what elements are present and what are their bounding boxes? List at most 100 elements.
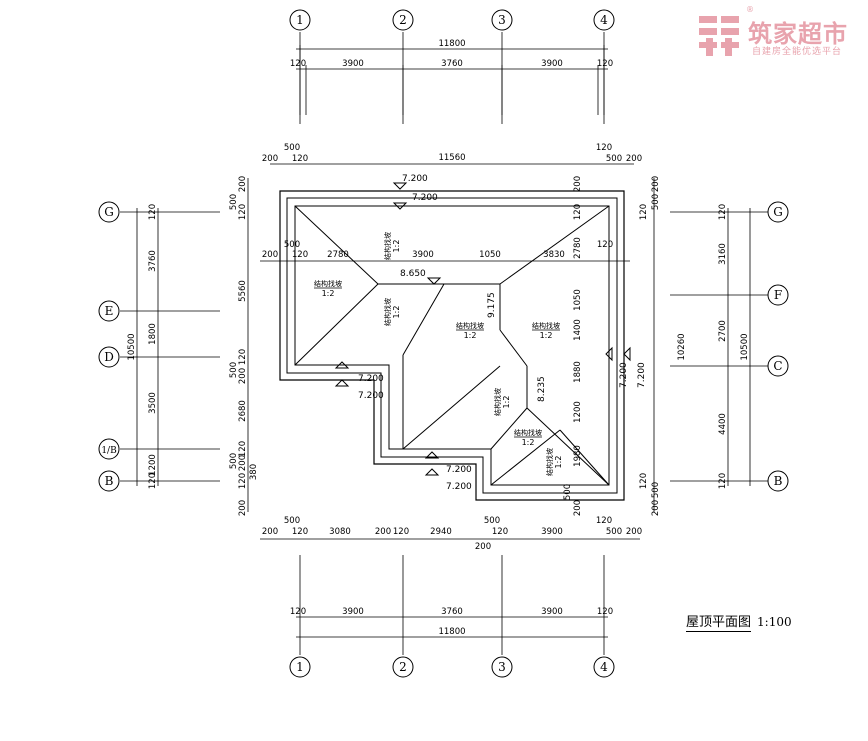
dim-top-total: 11800 [438, 39, 465, 49]
elevation-label: 8.235 [537, 376, 547, 402]
dim-label: 3830 [543, 250, 565, 260]
dim-label: 3900 [412, 250, 434, 260]
slope-label: 结构找坡 [383, 232, 392, 260]
dim-label: 11560 [438, 153, 465, 163]
slope-label: 结构找坡 [514, 428, 542, 437]
dim-label: 2700 [718, 320, 728, 342]
dim-label: 120 [238, 473, 248, 489]
dim-label: 5560 [238, 280, 248, 302]
slope-ratio: 1:2 [522, 438, 535, 447]
dim-label: 500 [229, 362, 239, 378]
dim-label: 120 [718, 204, 728, 220]
plan-title-scale: 1:100 [757, 615, 792, 629]
dim-label: 120 [639, 473, 649, 489]
slope-note: 结构找坡 1:2 [383, 232, 401, 260]
plan-title-name: 屋顶平面图 [686, 615, 752, 632]
dim-label: 10500 [127, 333, 137, 360]
slope-note: 结构找坡 1:2 [514, 428, 542, 447]
top-dimensions: 11800 120 3900 3760 3900 120 11560 200 5… [260, 39, 642, 262]
dim-label: 3160 [718, 243, 728, 265]
axis-bubbles-left: G E D 1/B B [98, 201, 120, 492]
dim-label: 1400 [573, 319, 583, 341]
dim-label: 1200 [573, 401, 583, 423]
slope-label: 结构找坡 [314, 279, 342, 288]
grid-lines [120, 32, 768, 655]
brand-tagline: 自建房全能优选平台 [752, 47, 843, 57]
brand-logo-icon [699, 16, 739, 56]
dim-label: 120 [148, 204, 158, 220]
axis-bubbles-top: 1 2 3 4 [289, 9, 615, 31]
left-dim-outer: 10500 3760 1800 3500 1200 120 120 [127, 204, 158, 489]
dim-label: 380 [249, 464, 259, 480]
dim-label: 3760 [441, 59, 463, 69]
plan-title: 屋顶平面图 1:100 [686, 611, 792, 632]
dim-label: 200 [238, 368, 248, 384]
dim-label: 500 [484, 516, 500, 526]
dim-label: 3900 [541, 527, 563, 537]
dim-label: 200 [238, 455, 248, 471]
elevation-label: 9.175 [487, 292, 497, 318]
dim-label: 1800 [148, 323, 158, 345]
slope-ratio: 1:2 [392, 240, 401, 253]
roof-eave-inner [286, 197, 618, 494]
slope-note: 结构找坡 1:2 [532, 321, 560, 340]
dim-label: 120 [292, 154, 308, 164]
slope-ratio: 1:2 [464, 331, 477, 340]
dim-label: 500 [606, 527, 622, 537]
elevation-label: 8.650 [400, 269, 426, 279]
slope-note: 结构找坡 1:2 [314, 279, 342, 298]
dim-label: 120 [238, 349, 248, 365]
brand-name: 筑家超市 [748, 20, 848, 48]
dim-label: 200 [475, 542, 491, 552]
elevation-label: 7.200 [637, 362, 647, 388]
elevation-label: 7.200 [412, 193, 438, 203]
dim-label: 120 [393, 527, 409, 537]
slope-label: 结构找坡 [493, 388, 502, 416]
elevation-marks: 7.200 7.200 8.650 9.175 8.235 7.200 7.20… [334, 174, 647, 492]
dim-label: 10260 [677, 333, 687, 360]
dim-label: 200 [238, 176, 248, 192]
axis-label: G [773, 205, 783, 219]
dim-label: 1050 [573, 289, 583, 311]
dim-label: 3760 [441, 607, 463, 617]
dim-label: 200 [573, 176, 583, 192]
dim-label: 200 [651, 500, 661, 516]
roof-ridges [294, 205, 610, 486]
dim-label: 3900 [342, 607, 364, 617]
axis-label: F [774, 288, 782, 302]
axis-label: 3 [498, 13, 506, 27]
elevation-label: 7.200 [358, 374, 384, 384]
dim-label: 500 [651, 482, 661, 498]
dim-label: 120 [597, 240, 613, 250]
axis-bubbles-right: G F C B [767, 201, 789, 492]
slope-ratio: 1:2 [554, 456, 563, 469]
dim-label: 120 [292, 527, 308, 537]
dim-label: 200 [262, 250, 278, 260]
dim-label: 2780 [573, 237, 583, 259]
dim-label: 200 [375, 527, 391, 537]
axis-label: 1 [296, 660, 304, 674]
dim-label: 4400 [718, 413, 728, 435]
dim-label: 1050 [479, 250, 501, 260]
dim-label: 200 [626, 154, 642, 164]
dim-label: 2680 [238, 400, 248, 422]
axis-label: 4 [600, 13, 608, 27]
slope-label: 结构找坡 [456, 321, 484, 330]
axis-bubbles-bottom: 1 2 3 4 [289, 656, 615, 678]
dim-label: 1980 [573, 445, 583, 467]
inner-dimensions: 2780 1050 1400 1880 1200 1980 500 200 12… [563, 176, 583, 516]
dim-label: 120 [573, 204, 583, 220]
dim-label: 500 [284, 143, 300, 153]
dim-label: 200 [262, 527, 278, 537]
elevation-label: 7.200 [358, 391, 384, 401]
dim-label: 120 [597, 607, 613, 617]
axis-label: E [105, 304, 114, 318]
dim-label: 500 [284, 516, 300, 526]
slope-ratio: 1:2 [502, 396, 511, 409]
dim-label: 120 [148, 473, 158, 489]
dim-label: 200 [238, 500, 248, 516]
dim-label: 3900 [541, 607, 563, 617]
slope-ratio: 1:2 [322, 289, 335, 298]
bottom-dimensions: 200 500 120 3080 200 120 2940 500 120 39… [260, 516, 642, 638]
slope-ratio: 1:2 [540, 331, 553, 340]
